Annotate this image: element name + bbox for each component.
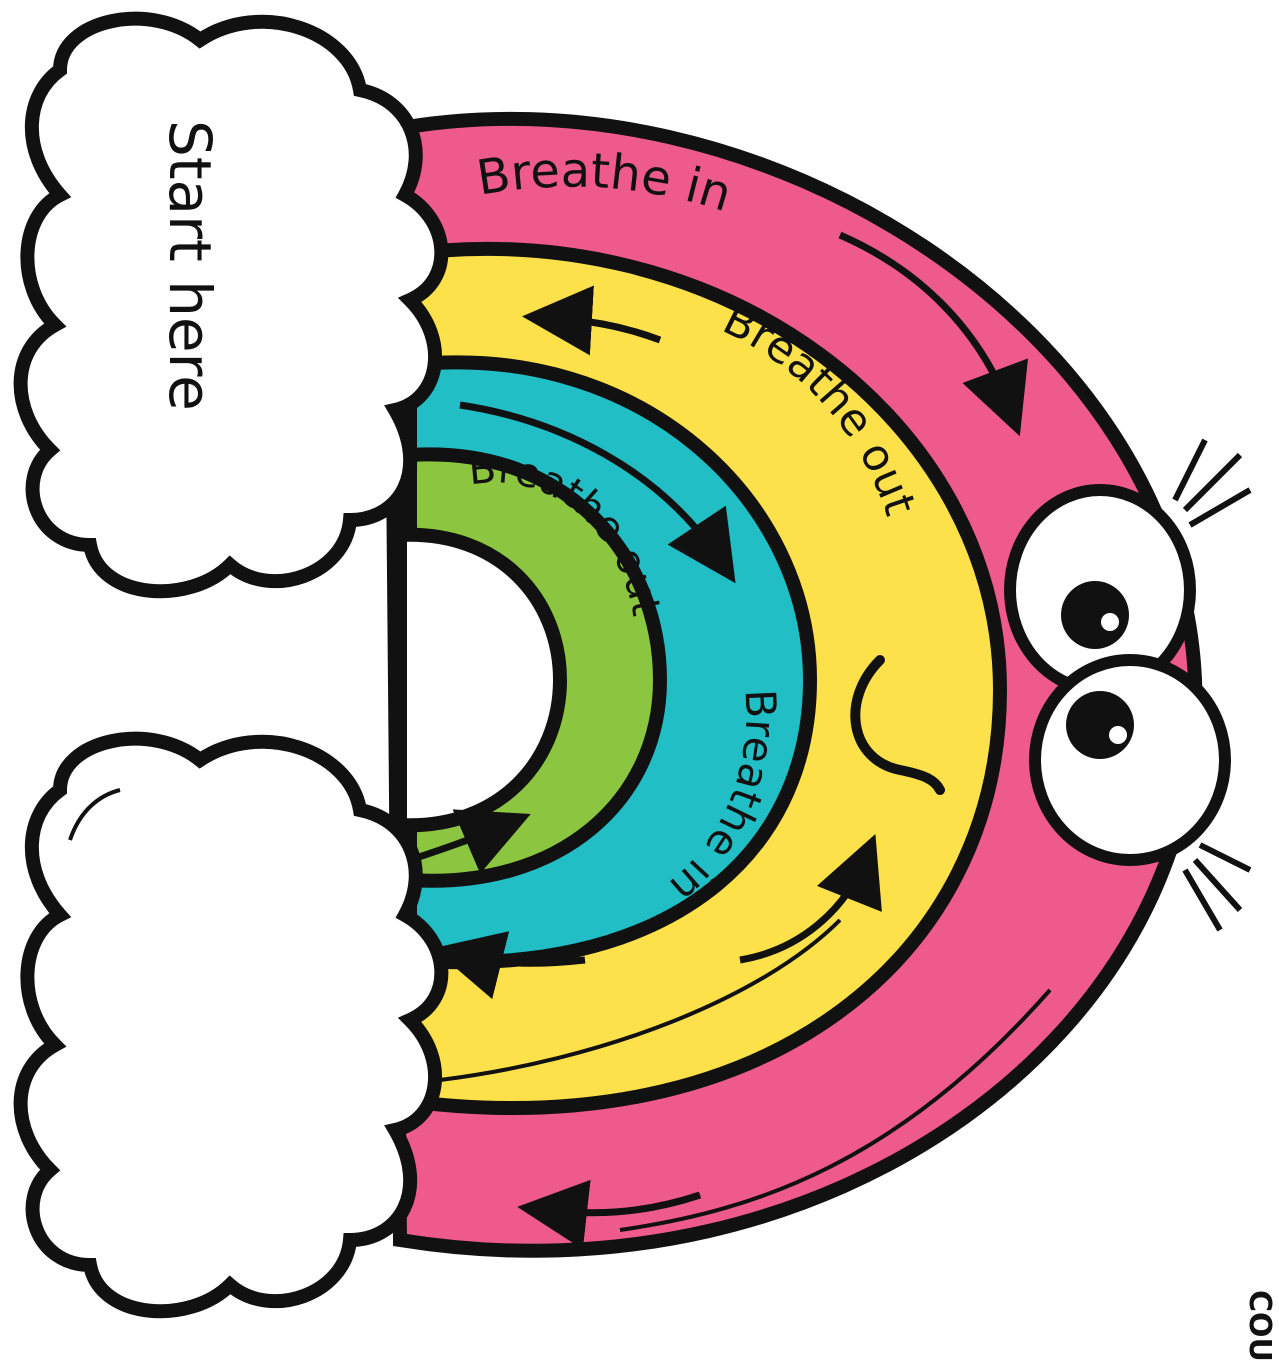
start-here-label: Start here <box>156 120 224 411</box>
smile <box>850 655 945 795</box>
cloud-bottom <box>13 731 449 1319</box>
right-eye <box>1029 654 1252 932</box>
arrow-yellow-bottom <box>739 834 882 964</box>
pink-sheen <box>619 988 1052 1232</box>
cloud-top <box>13 11 449 599</box>
yellow-sheen <box>439 918 842 1082</box>
cloud-bottom-sheen <box>68 788 121 841</box>
arrow-teal-top <box>459 401 736 584</box>
arrow-yellow-top <box>522 285 662 356</box>
credit-text: COU <box>1242 1290 1277 1362</box>
arrow-pink-down <box>838 231 1029 437</box>
arrow-pink-bottom <box>517 1179 702 1250</box>
arrow-teal-bottom <box>432 931 586 1000</box>
